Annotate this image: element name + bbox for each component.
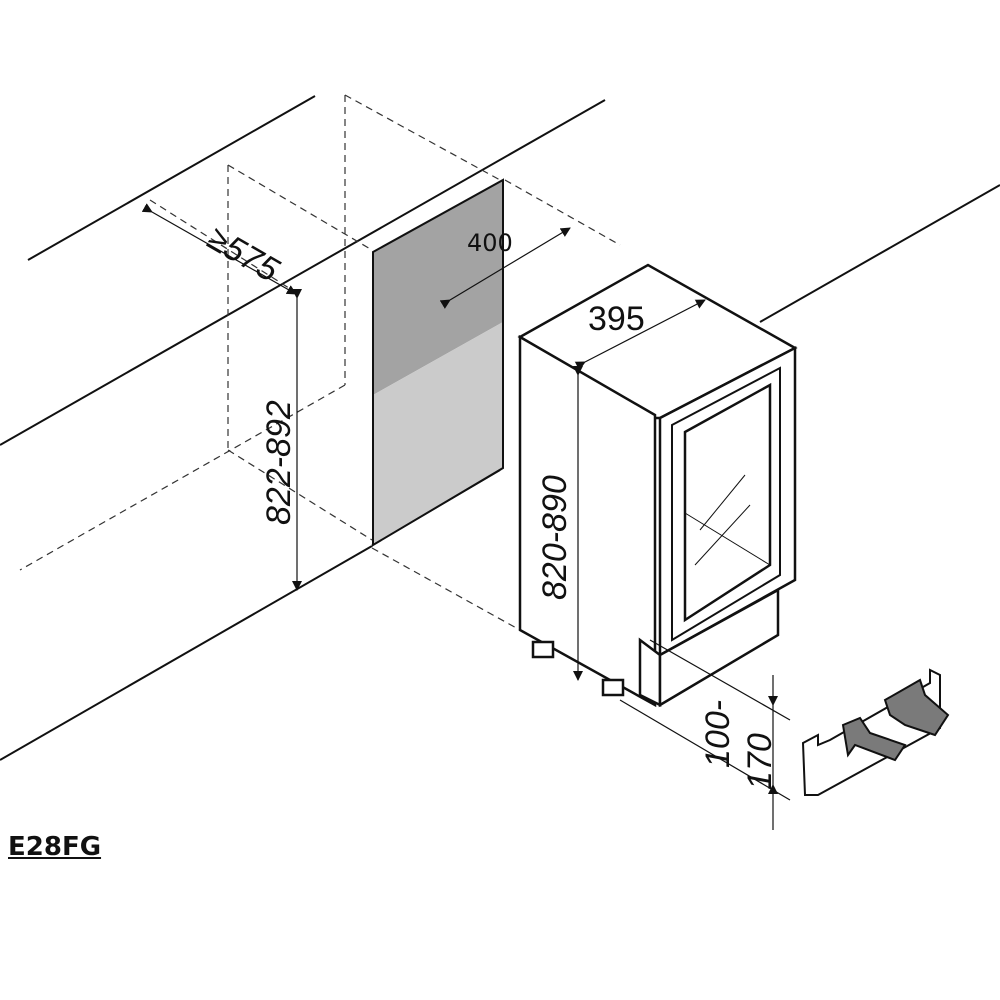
adjustable-plinth-icon (801, 668, 950, 796)
appliance-height-label: 820-890 (536, 475, 574, 600)
model-name: E28FG (8, 832, 102, 862)
niche-height-label: 822-892 (260, 400, 298, 525)
appliance-width-label: 395 (588, 300, 645, 338)
plinth-height-label-1: 100- (699, 700, 737, 768)
dimension-lines (141, 203, 791, 830)
niche-depth-label: ≥575 (201, 219, 285, 290)
plinth-height-label-2: 170 (741, 733, 779, 790)
niche-width-label: 400 (467, 229, 513, 257)
